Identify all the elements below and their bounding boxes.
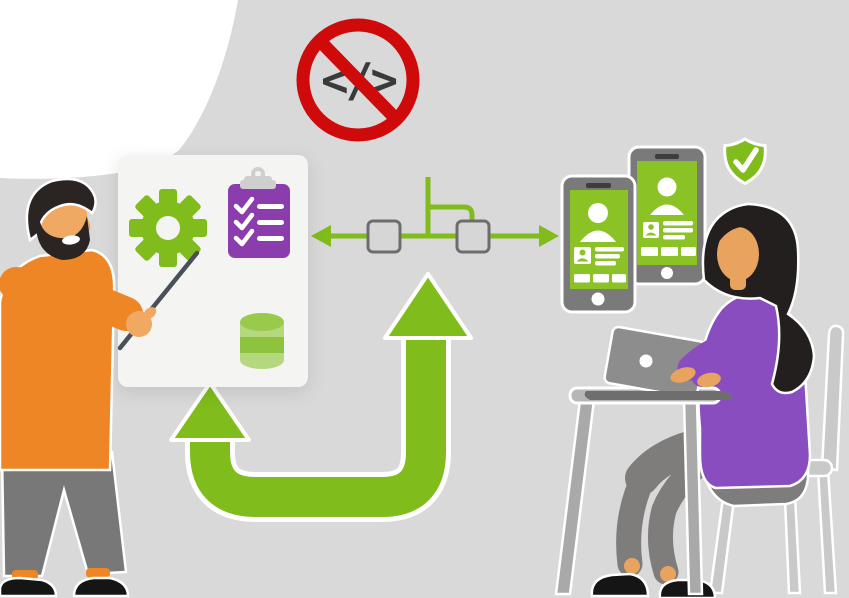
woman-shoe [658, 578, 717, 598]
prohibition-slash [315, 36, 401, 124]
man-shoe [72, 576, 130, 598]
database-cylinder-icon [240, 313, 284, 369]
checklist-lines [257, 204, 284, 241]
man-smile [62, 235, 80, 245]
woman-hair-fringe [715, 206, 784, 268]
profile-card [643, 222, 659, 238]
woman-shin [616, 463, 657, 577]
checkmarks [233, 196, 255, 247]
gear-hole [156, 216, 180, 240]
connector-node-right [455, 219, 491, 254]
woman-arm [677, 323, 777, 381]
text-lines [595, 247, 624, 266]
man-sock [86, 568, 110, 578]
woman-ankle [624, 558, 640, 574]
man-shoe [0, 576, 58, 598]
user-avatar-icon [657, 177, 677, 197]
mobile-app-screens-icon [560, 145, 707, 314]
man-illustration [0, 177, 200, 598]
phone-back [627, 145, 707, 286]
woman-shoe [590, 572, 650, 598]
chair-backrest [820, 324, 845, 472]
phone-speaker [655, 154, 679, 159]
u-turn-up-arrow-icon [169, 272, 473, 522]
connector-node-left [366, 219, 402, 254]
woman-ankle [660, 566, 676, 582]
check-mark [733, 147, 759, 173]
man-thumb [143, 307, 157, 319]
arrow-head-right-up [383, 272, 473, 340]
woman-hand [670, 367, 696, 383]
no-code-prohibition-icon: </> [296, 18, 420, 142]
phone-speaker [586, 183, 611, 188]
whiteboard-panel [118, 155, 308, 387]
network-connector-icon [311, 177, 559, 254]
man-pants [0, 450, 128, 578]
woman-hand [697, 372, 721, 388]
arrow-head-left-up [169, 381, 251, 442]
laptop-logo-dot [639, 354, 653, 368]
laptop-base [584, 391, 733, 400]
prohibition-ring [296, 18, 420, 142]
phone-front [560, 174, 637, 314]
arrow-head-left [311, 225, 331, 247]
button-tiles [574, 274, 626, 283]
user-avatar-icon [588, 203, 608, 223]
gear-icon [129, 189, 207, 267]
woman-at-desk [554, 202, 845, 598]
woman-arm [691, 343, 773, 387]
arrow-head-right [539, 225, 559, 247]
home-button [661, 267, 673, 279]
woman-face [717, 227, 759, 281]
checklist-clipboard-icon [228, 167, 290, 258]
button-tiles [641, 247, 696, 256]
man-arm [0, 267, 143, 331]
man-beard [36, 216, 90, 260]
man-hair [25, 177, 97, 243]
home-button [591, 292, 605, 306]
text-lines [663, 221, 693, 240]
shield-check-icon [723, 137, 767, 186]
